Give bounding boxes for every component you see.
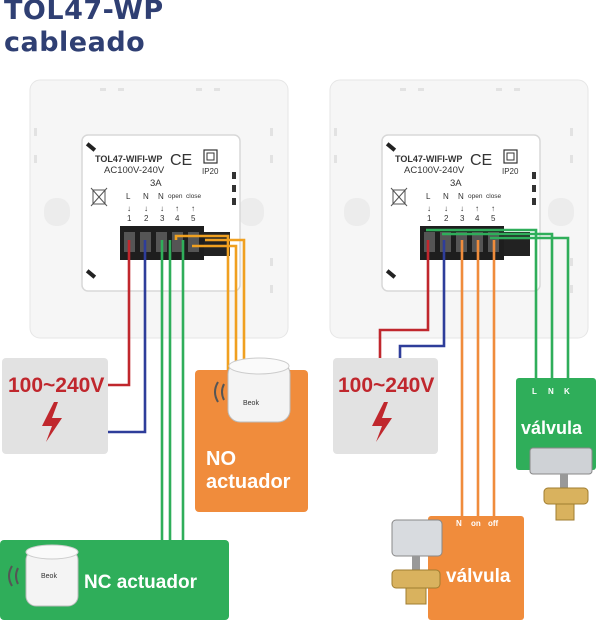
model-label: TOL47-WIFI-WP [95,154,162,164]
power-box-right: 100~240V [333,358,438,454]
voltage-label: AC100V-240V [104,165,165,176]
r-terminal-number-5: 5 [491,214,496,223]
power-label-left: 100~240V [8,374,104,397]
actuator-brand-no: Beok [243,400,259,407]
title-wiring: cableado [4,27,146,58]
terminal-arrow-5: ↑ [191,204,195,213]
terminal-letter-4: open [168,193,183,200]
terminal-letter-2: N [143,192,149,201]
double-insulation-icon [203,149,218,164]
r-wire-green-2 [442,232,554,378]
lightning-icon [42,402,62,442]
r-terminal-letter-2: N [443,192,449,201]
wire-n-blue [106,240,147,434]
valve-green-label: válvula [521,418,583,438]
three-way-valve-icon [529,447,593,521]
motorized-valve-icon [391,519,443,605]
ip-rating: IP20 [202,167,219,176]
power-box-left: 100~240V [2,358,108,454]
thermostat-right: TOL47-WIFI-WP CE IP20 AC100V-240V 3A L N… [329,79,589,339]
valve-orange-terminal-n: N [456,519,462,528]
voltage-label-right: AC100V-240V [404,165,465,176]
r-terminal-arrow-2: ↓ [444,204,448,213]
r-terminal-number-1: 1 [427,214,432,223]
model-label-right: TOL47-WIFI-WP [395,154,462,164]
valve-orange-terminal-off: off [488,519,499,528]
no-actuator-label-2: actuador [206,471,291,493]
weee-bin-icon-right [390,187,408,207]
terminal-number-5: 5 [191,214,196,223]
current-label: 3A [150,178,162,189]
terminal-letter-3: N [158,192,164,201]
terminal-letter-5: close [186,193,202,200]
r-terminal-letter-1: L [426,192,431,201]
r-terminal-arrow-1: ↓ [427,204,431,213]
terminal-number-4: 4 [175,214,180,223]
terminal-arrow-4: ↑ [175,204,179,213]
title-model: TOL47-WP [4,0,164,26]
valve-orange-box: N on off válvula [391,516,524,620]
r-terminal-number-4: 4 [475,214,480,223]
r-terminal-letter-4: open [468,193,483,200]
valve-orange-label: válvula [446,566,511,587]
wire-l-red [106,240,131,387]
r-wire-green-3 [490,236,570,378]
r-terminal-arrow-5: ↑ [491,204,495,213]
thermostat-left: TOL47-WIFI-WP CE IP20 AC100V-240V 3A L N… [29,79,289,339]
r-wire-n-blue [398,240,446,358]
ce-mark: CE [170,152,192,169]
r-wire-green-1 [426,228,538,378]
terminal-number-2: 2 [144,214,149,223]
nc-actuator-label: NC actuador [84,572,198,593]
r-terminal-letter-3: N [458,192,464,201]
valve-orange-terminal-on: on [471,519,481,528]
wire-no-orange-1 [174,234,230,372]
wire-no-orange-2 [192,244,238,372]
valve-green-terminal-l: L [532,387,537,396]
ip-rating-right: IP20 [502,167,519,176]
valve-green-terminal-k: K [564,387,570,396]
terminal-arrow-2: ↓ [144,204,148,213]
terminal-letter-1: L [126,192,131,201]
terminal-number-3: 3 [160,214,165,223]
r-wire-l-red [378,240,430,358]
weee-bin-icon [90,187,108,207]
r-terminal-arrow-3: ↓ [460,204,464,213]
terminal-arrow-1: ↓ [127,204,131,213]
actuator-nc-icon: Beok [8,544,79,607]
no-actuator-box: Beok NO actuador [195,357,308,512]
nc-actuator-box: Beok NC actuador [0,540,229,620]
power-label-right: 100~240V [338,374,434,397]
terminal-arrow-3: ↓ [160,204,164,213]
r-terminal-number-2: 2 [444,214,449,223]
no-actuator-label-1: NO [206,448,236,470]
valve-green-terminal-n: N [548,387,554,396]
valve-green-box: L N K válvula [516,378,596,521]
current-label-right: 3A [450,178,462,189]
actuator-brand-nc: Beok [41,573,57,580]
actuator-no-icon: Beok [214,357,291,423]
double-insulation-icon-right [503,149,518,164]
r-terminal-arrow-4: ↑ [475,204,479,213]
terminal-number-1: 1 [127,214,132,223]
r-terminal-letter-5: close [486,193,502,200]
ce-mark-right: CE [470,152,492,169]
r-terminal-number-3: 3 [460,214,465,223]
lightning-icon-right [372,402,392,442]
